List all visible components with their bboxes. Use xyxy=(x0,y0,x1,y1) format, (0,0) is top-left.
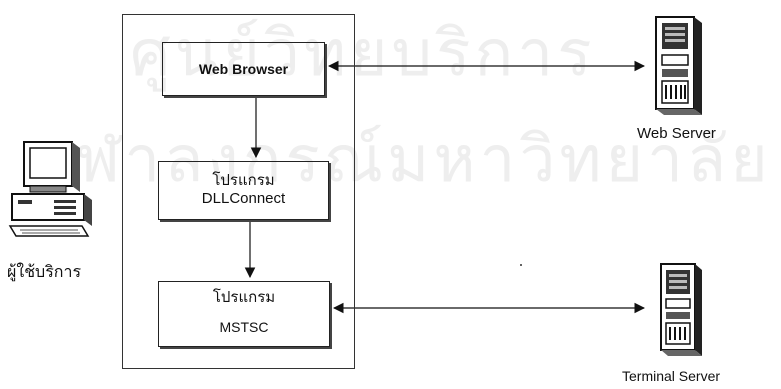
stray-dot xyxy=(520,264,522,266)
terminal-server-label: Terminal Server xyxy=(622,368,721,384)
dllconnect-program-box: โปรแกรม DLLConnect xyxy=(158,161,329,220)
desktop-computer-icon xyxy=(8,141,92,237)
web-server-icon xyxy=(655,16,702,115)
mstsc-program-box: โปรแกรม MSTSC xyxy=(158,281,330,347)
dllconnect-program-word: โปรแกรม xyxy=(212,171,275,190)
mstsc-label: MSTSC xyxy=(219,318,269,335)
dllconnect-label: DLLConnect xyxy=(201,190,286,208)
user-label: ผู้ใช้บริการ xyxy=(7,262,82,281)
terminal-server-icon xyxy=(660,263,702,356)
web-server-label: Web Server xyxy=(637,125,716,142)
client-container-frame xyxy=(122,14,355,369)
web-browser-label: Web Browser xyxy=(198,61,289,77)
web-browser-box: Web Browser xyxy=(162,42,325,96)
mstsc-program-word: โปรแกรม xyxy=(212,287,276,306)
